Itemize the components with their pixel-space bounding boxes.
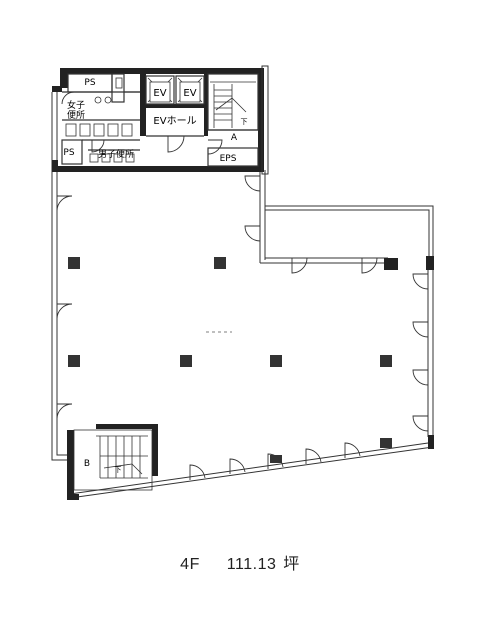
restroom-fixtures bbox=[65, 77, 135, 163]
floor-area: 111.13 坪 bbox=[226, 556, 300, 573]
outer-walls bbox=[51, 92, 434, 499]
label-womens-restroom-line1: 女子 bbox=[67, 99, 85, 111]
door bbox=[267, 453, 284, 469]
door bbox=[207, 139, 223, 155]
door bbox=[229, 458, 246, 474]
label-stair-arrow-a: 下 bbox=[241, 118, 248, 126]
stair-a bbox=[210, 81, 256, 128]
thick-walls bbox=[52, 68, 434, 500]
label-stair-arrow-b: 下 bbox=[115, 466, 122, 474]
columns bbox=[68, 257, 392, 463]
column bbox=[180, 355, 192, 367]
door bbox=[244, 225, 261, 242]
door bbox=[56, 303, 73, 320]
door bbox=[412, 321, 429, 338]
door bbox=[61, 91, 75, 105]
door bbox=[91, 139, 105, 153]
door bbox=[412, 369, 429, 386]
label-ev-hall: EVホール bbox=[153, 115, 196, 127]
label-stair-b: B bbox=[84, 459, 90, 469]
door bbox=[167, 135, 185, 153]
column bbox=[380, 355, 392, 367]
door bbox=[412, 415, 429, 432]
door bbox=[305, 448, 322, 464]
column bbox=[68, 257, 80, 269]
floor-number: 4F bbox=[180, 556, 200, 573]
column bbox=[270, 355, 282, 367]
stair-b bbox=[73, 429, 153, 491]
elevator-shafts bbox=[147, 77, 203, 103]
column bbox=[214, 257, 226, 269]
label-womens-restroom-line2: 便所 bbox=[67, 109, 85, 121]
column bbox=[68, 355, 80, 367]
label-ps-left: PS bbox=[63, 148, 74, 158]
door bbox=[412, 273, 429, 290]
label-eps: EPS bbox=[220, 154, 237, 164]
label-stair-a: A bbox=[231, 133, 238, 143]
door bbox=[344, 442, 361, 458]
doors bbox=[56, 91, 429, 480]
door bbox=[361, 257, 378, 274]
label-mens-restroom: 男子便所 bbox=[98, 148, 134, 160]
label-ps-top: PS bbox=[84, 78, 95, 88]
door bbox=[56, 195, 73, 212]
column bbox=[380, 438, 392, 448]
door bbox=[56, 403, 73, 420]
label-elevator-2: EV bbox=[183, 88, 196, 99]
label-elevator-1: EV bbox=[153, 88, 166, 99]
column bbox=[270, 455, 282, 463]
floor-caption: 4F 111.13 坪 bbox=[0, 550, 480, 574]
door bbox=[291, 257, 308, 274]
core-walls bbox=[61, 73, 259, 167]
door bbox=[244, 175, 261, 192]
balcony bbox=[261, 65, 269, 175]
door bbox=[189, 464, 206, 480]
